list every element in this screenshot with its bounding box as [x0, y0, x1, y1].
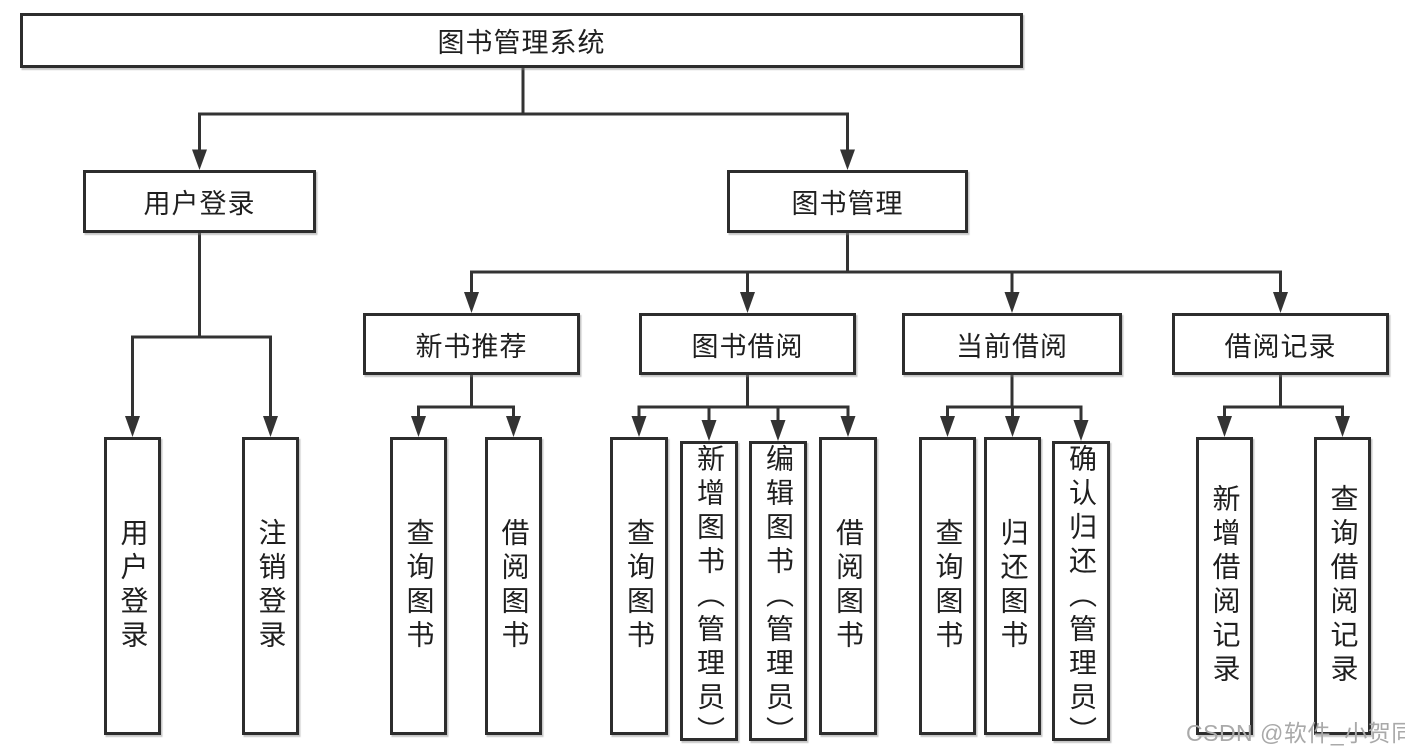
leaf-add-borrow-record-label: 新增借阅记录 [1209, 484, 1241, 688]
leaf-query-books-2: 查询图书 [610, 437, 668, 735]
csdn-watermark: CSDN @软件_小贺同学 [1186, 720, 1405, 746]
leaf-logout-label: 注销登录 [255, 518, 287, 654]
node-library-system-label: 图书管理系统 [437, 28, 606, 58]
node-current-borrowing: 当前借阅 [902, 313, 1122, 375]
connector-current-borrow-to-children [940, 375, 1089, 441]
leaf-query-books-1-label: 查询图书 [403, 518, 435, 654]
connector-book-mgmt-to-children [464, 233, 1288, 313]
node-borrowing-records: 借阅记录 [1172, 313, 1389, 375]
leaf-borrow-books-2-label: 借阅图书 [833, 518, 864, 654]
connector-borrow-records-to-children [1217, 375, 1350, 437]
leaf-edit-books-admin-label: 编辑图书（管理员） [763, 444, 794, 747]
connector-user-login-to-children [125, 233, 278, 437]
leaf-add-books-admin: 新增图书（管理员） [680, 441, 738, 747]
node-user-login-label: 用户登录 [143, 189, 256, 219]
node-new-book-recommend: 新书推荐 [363, 313, 580, 375]
leaf-return-books-label: 归还图书 [997, 518, 1029, 654]
leaf-confirm-return-admin-label: 确认归还（管理员） [1066, 444, 1097, 747]
node-book-borrowing: 图书借阅 [639, 313, 856, 375]
node-book-management-label: 图书管理 [791, 189, 904, 219]
node-new-book-recommend-label: 新书推荐 [415, 331, 528, 362]
leaf-return-books: 归还图书 [984, 437, 1041, 735]
leaf-borrow-books-1: 借阅图书 [485, 437, 542, 735]
connector-new-book-to-children [411, 375, 521, 437]
leaf-add-borrow-record: 新增借阅记录 [1196, 437, 1253, 735]
node-book-borrowing-label: 图书借阅 [691, 331, 804, 362]
node-user-login: 用户登录 [83, 170, 316, 233]
leaf-edit-books-admin: 编辑图书（管理员） [749, 441, 807, 747]
leaf-query-borrow-record: 查询借阅记录 [1314, 437, 1371, 735]
connector-book-borrow-to-children [631, 375, 856, 441]
leaf-query-borrow-record-label: 查询借阅记录 [1327, 484, 1359, 688]
leaf-query-books-3-label: 查询图书 [932, 518, 964, 654]
leaf-logout: 注销登录 [242, 437, 299, 735]
leaf-query-books-2-label: 查询图书 [624, 518, 655, 654]
connector-root-to-level2 [192, 68, 855, 170]
leaf-user-login-label: 用户登录 [117, 518, 149, 654]
node-book-management: 图书管理 [727, 170, 968, 233]
leaf-borrow-books-2: 借阅图书 [819, 437, 877, 735]
leaf-user-login: 用户登录 [104, 437, 161, 735]
leaf-query-books-3: 查询图书 [919, 437, 976, 735]
node-current-borrowing-label: 当前借阅 [956, 331, 1068, 362]
leaf-query-books-1: 查询图书 [390, 437, 447, 735]
node-library-system: 图书管理系统 [20, 13, 1023, 68]
node-borrowing-records-label: 借阅记录 [1224, 331, 1337, 362]
leaf-confirm-return-admin: 确认归还（管理员） [1052, 441, 1110, 747]
leaf-add-books-admin-label: 新增图书（管理员） [694, 444, 725, 747]
leaf-borrow-books-1-label: 借阅图书 [498, 518, 530, 654]
